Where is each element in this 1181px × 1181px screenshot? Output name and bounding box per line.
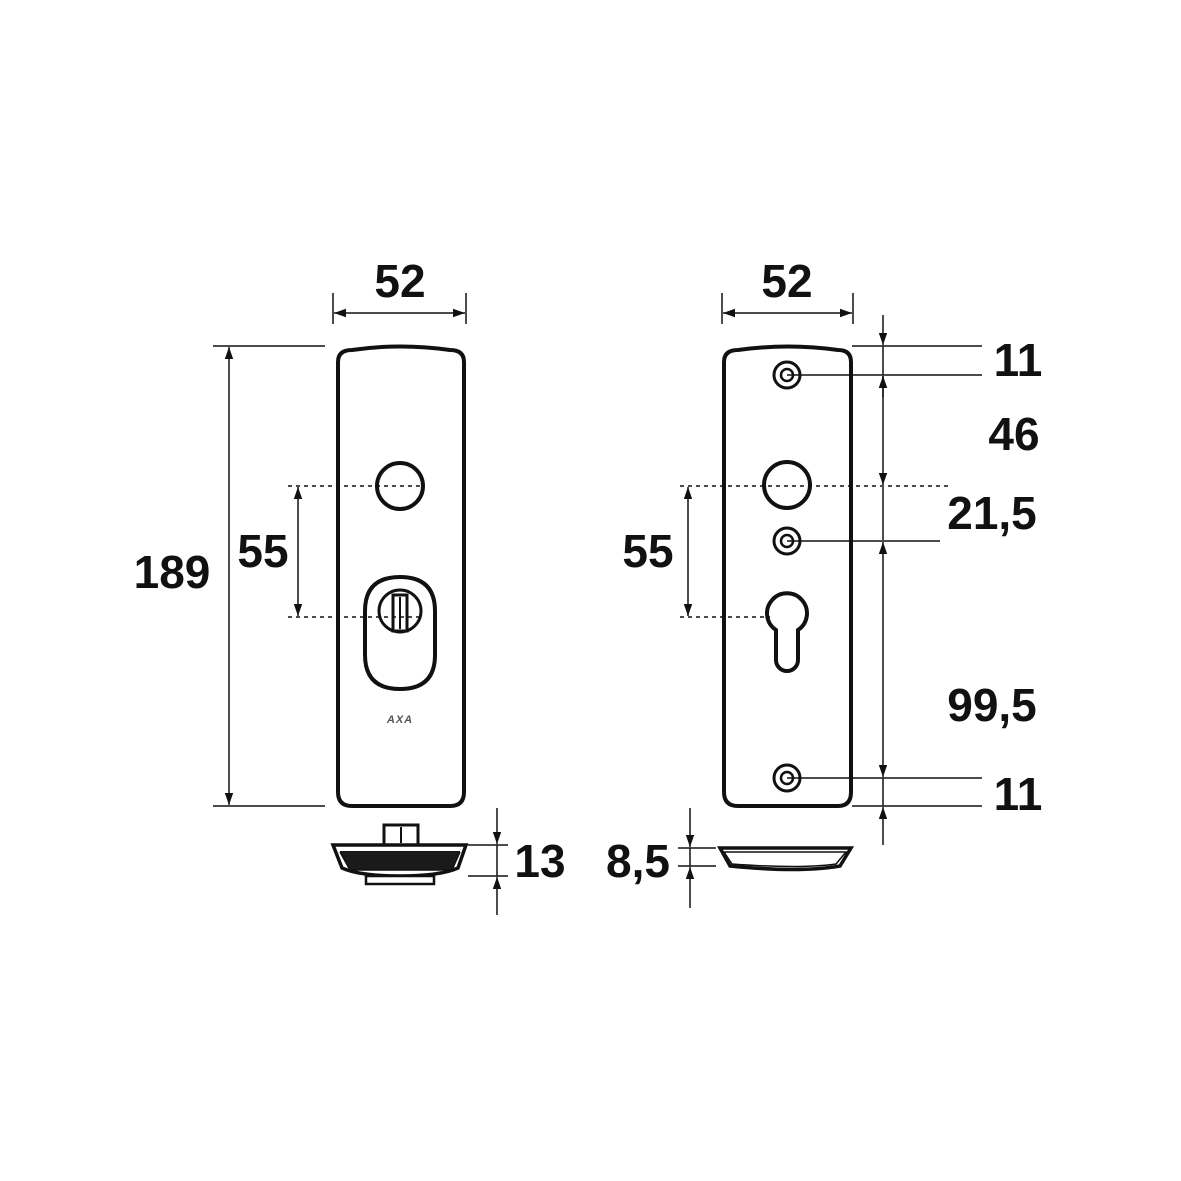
right-screw-to-handle-label: 46 <box>988 408 1039 460</box>
left-thickness-label: 13 <box>514 835 565 887</box>
left-brand-logo: AXA <box>386 714 413 726</box>
left-spacing-label: 55 <box>237 525 288 577</box>
left-view: AXA 52 189 55 13 <box>134 255 566 915</box>
right-screw-to-screw-label: 99,5 <box>947 679 1037 731</box>
right-cylinder-hole <box>765 591 809 673</box>
right-handle-to-screw-label: 21,5 <box>947 487 1037 539</box>
right-thickness-label: 8,5 <box>606 835 670 887</box>
right-width-label: 52 <box>761 255 812 307</box>
right-top-offset-label: 11 <box>994 334 1043 386</box>
left-escutcheon-plate <box>336 344 466 808</box>
left-thumbturn-rosette <box>363 574 437 692</box>
right-spacing-label: 55 <box>622 525 673 577</box>
left-height-label: 189 <box>134 546 211 598</box>
right-bottom-offset-label: 11 <box>994 768 1043 820</box>
right-handle-hole <box>762 460 812 510</box>
right-escutcheon-plate <box>722 344 853 808</box>
right-view: 52 55 11 46 21,5 99,5 11 <box>606 255 1042 908</box>
left-bottom-profile <box>330 823 469 886</box>
left-width-label: 52 <box>374 255 425 307</box>
